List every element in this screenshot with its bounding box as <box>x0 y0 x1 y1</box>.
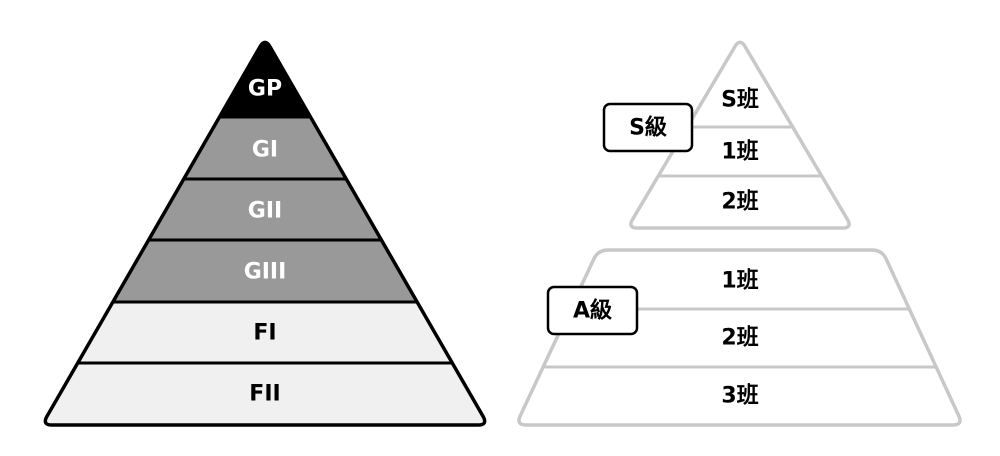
left-pyramid-outline <box>43 40 487 427</box>
a-tier-level-label: 2班 <box>721 326 758 351</box>
s-tier-pyramid: S班 1班 2班 S級 <box>602 40 851 230</box>
s-tier-tag-box <box>602 102 694 153</box>
level-label-fi: FI <box>253 321 276 346</box>
pyramid-level-fi <box>45 302 485 363</box>
level-label-gi: GI <box>252 138 278 163</box>
a-tier-pyramid: 1班 2班 3班 A級 <box>517 248 962 427</box>
s-tier-shape <box>629 40 851 230</box>
left-pyramid: GP GI GII GIII FI FII <box>43 40 487 427</box>
a-tier-tag-label: A級 <box>573 298 612 324</box>
level-label-gii: GII <box>248 199 282 224</box>
s-tier-level-label: 1班 <box>721 140 758 165</box>
s-tier-level-label: S班 <box>721 88 759 113</box>
level-label-gp: GP <box>248 77 282 102</box>
a-tier-level-label: 1班 <box>721 269 758 294</box>
s-tier-tag-label: S級 <box>629 115 667 141</box>
level-label-giii: GIII <box>244 260 287 285</box>
s-tier-level-label: 2班 <box>721 190 758 215</box>
pyramid-level-fii <box>45 363 485 425</box>
a-tier-tag: A級 <box>546 285 639 336</box>
level-label-fii: FII <box>249 382 280 407</box>
a-tier-level-label: 3班 <box>721 384 758 409</box>
a-tier-tag-box <box>546 285 639 336</box>
s-tier-tag: S級 <box>602 102 694 153</box>
